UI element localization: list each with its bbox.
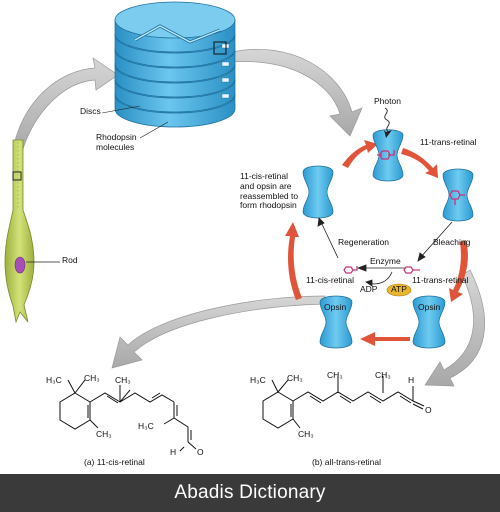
- trans-retinal-structure: [262, 376, 425, 429]
- chem-h3c-cis: H₃C: [138, 421, 154, 431]
- footer-banner: Abadis Dictionary: [0, 474, 500, 512]
- opsin-left-blob: [319, 295, 353, 349]
- rhodopsin-right: [442, 168, 474, 222]
- chem-h3c-b: H₃C: [250, 375, 266, 385]
- rhodopsin-cycle-diagram: H₃C CH₃ CH₃ CH₃ H₃C H O H₃C CH₃ CH₃ CH₃ …: [4, 1, 486, 457]
- label-trans-retinal-top: 11-trans-retinal: [420, 137, 477, 147]
- label-adp: ADP: [360, 284, 378, 294]
- chem-h-a: H: [170, 447, 176, 457]
- rod-cell: [4, 139, 60, 324]
- rod-zoom-box: [12, 171, 22, 181]
- chem-o-a: O: [197, 447, 204, 457]
- inner-arrows: [317, 217, 453, 287]
- disc-zoom-box: [213, 41, 227, 55]
- label-opsin-right: Opsin: [418, 302, 441, 312]
- footer-title: Abadis Dictionary: [174, 482, 326, 503]
- cycle-arrows: [285, 140, 468, 346]
- caption-a: (a) 11-cis-retinal: [84, 457, 145, 467]
- label-regeneration: Regeneration: [338, 237, 390, 247]
- chem-ch3-a3: CH₃: [96, 429, 112, 439]
- chem-h3c-a: H₃C: [46, 375, 62, 385]
- chem-h-b: H: [408, 375, 414, 385]
- chem-ch3-a2: CH₃: [115, 375, 131, 385]
- arrow-to-cis-structure: [111, 295, 326, 369]
- arrow-discs-to-cycle: [231, 48, 363, 137]
- label-reassembled: 11-cis-retinal and opsin are reassembled…: [240, 171, 299, 211]
- chem-ch3-b1: CH₃: [287, 373, 303, 383]
- chem-ch3-a1: CH₃: [84, 373, 100, 383]
- rod-nucleus: [14, 256, 26, 274]
- label-opsin-left: Opsin: [324, 302, 347, 312]
- label-rhodopsin-molecules: Rhodopsin molecules: [96, 132, 137, 152]
- rhodopsin-top: [372, 129, 404, 182]
- arrow-to-trans-structure: [424, 269, 486, 387]
- chem-ch3-b3: CH₃: [375, 370, 391, 380]
- label-atp: ATP: [391, 284, 407, 294]
- label-discs: Discs: [80, 106, 101, 116]
- label-cis-retinal-mid: 11-cis-retinal: [306, 275, 355, 285]
- caption-b: (b) all-trans-retinal: [312, 457, 381, 467]
- chem-ch3-b2: CH₃: [327, 370, 343, 380]
- chem-ch3-b4: CH₃: [298, 429, 314, 439]
- retinal-mid-right: [403, 266, 420, 274]
- disc-stack: [114, 1, 236, 128]
- cis-retinal-structure: [59, 379, 197, 452]
- retinal-mid-left: [343, 266, 358, 274]
- photon-squiggle: [384, 107, 390, 133]
- rhodopsin-left: [302, 165, 334, 219]
- label-rod: Rod: [62, 255, 78, 265]
- opsin-right-blob: [412, 295, 446, 349]
- label-bleaching: Bleaching: [433, 237, 471, 247]
- atp-badge: [386, 283, 412, 297]
- label-photon: Photon: [374, 96, 401, 106]
- chem-o-b: O: [425, 405, 432, 415]
- label-trans-retinal-mid: 11-trans-retinal: [412, 275, 469, 285]
- label-enzyme: Enzyme: [370, 256, 401, 266]
